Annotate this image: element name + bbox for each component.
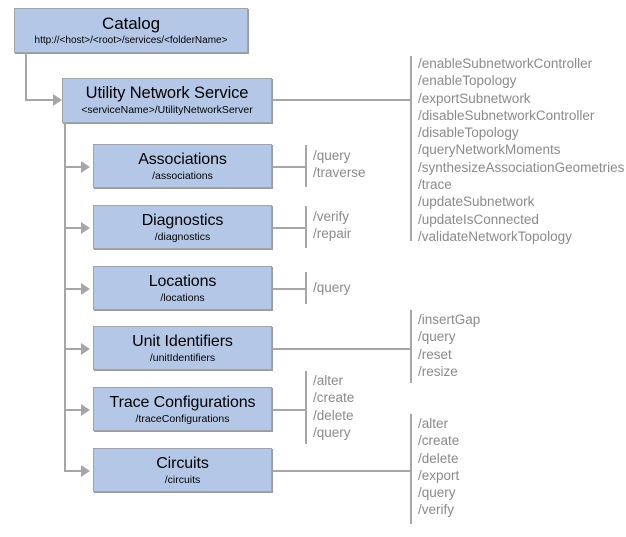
node-associations-title: Associations — [138, 150, 227, 168]
operation-item[interactable]: /query — [418, 485, 456, 501]
operation-item[interactable]: /reset — [418, 346, 452, 362]
node-catalog-title: Catalog — [102, 14, 160, 33]
operations-bar-service — [410, 56, 412, 241]
node-diagnostics[interactable]: Diagnostics /diagnostics — [93, 205, 272, 249]
operation-item[interactable]: /disableTopology — [418, 125, 519, 141]
operation-item[interactable]: /delete — [418, 450, 459, 466]
arrow-to-diagnostics — [81, 222, 90, 234]
operation-item[interactable]: /export — [418, 467, 460, 483]
operation-item[interactable]: /query — [313, 424, 351, 440]
operation-item[interactable]: /trace — [418, 177, 452, 193]
node-catalog-path: http://<host>/<root>/services/<folderNam… — [34, 35, 228, 46]
operation-item[interactable]: /create — [313, 390, 355, 406]
operations-bar-circuits — [410, 414, 412, 524]
arrow-to-unit-identifiers — [81, 343, 90, 355]
operation-item[interactable]: /queryNetworkMoments — [418, 142, 561, 158]
node-trace-configurations-path: /traceConfigurations — [135, 412, 230, 425]
operation-item[interactable]: /enableTopology — [418, 73, 517, 89]
connector-locations-to-operations — [272, 288, 305, 290]
connector-circuits-to-operations — [272, 470, 410, 472]
node-diagnostics-path: /diagnostics — [154, 230, 211, 243]
arrow-to-circuits — [81, 465, 90, 477]
operation-item[interactable]: /insertGap — [418, 312, 481, 327]
arrow-to-trace-configurations — [81, 404, 90, 416]
operations-bar-locations — [305, 272, 307, 304]
node-locations-title: Locations — [148, 272, 217, 290]
operation-item[interactable]: /alter — [418, 416, 449, 431]
operation-item[interactable]: /disableSubnetworkController — [418, 107, 595, 123]
node-circuits-title: Circuits — [156, 454, 209, 472]
connector-associations-to-operations — [272, 166, 305, 168]
node-circuits[interactable]: Circuits /circuits — [93, 448, 272, 492]
connector-catalog-to-service-vertical — [25, 53, 27, 100]
node-diagnostics-title: Diagnostics — [141, 211, 224, 229]
connector-branch-trace-configurations — [64, 409, 85, 411]
operations-list-circuits: /alter /create /delete /export /query /v… — [418, 415, 459, 519]
node-trace-configurations-title: Trace Configurations — [109, 393, 256, 411]
operations-bar-diagnostics — [305, 206, 307, 248]
node-utility-network-service-path: <serviceName>/UtilityNetworkServer — [81, 104, 253, 116]
operation-item[interactable]: /resize — [418, 363, 458, 379]
operation-item[interactable]: /repair — [313, 226, 352, 242]
operation-item[interactable]: /query — [313, 280, 351, 295]
connector-diagnostics-to-operations — [272, 227, 305, 229]
operations-list-unit-identifiers: /insertGap /query /reset /resize — [418, 311, 480, 380]
connector-branch-associations — [64, 166, 85, 168]
node-trace-configurations[interactable]: Trace Configurations /traceConfiguration… — [93, 387, 272, 431]
operation-item[interactable]: /verify — [313, 209, 350, 224]
connector-service-to-operations — [272, 99, 410, 101]
connector-unit-identifiers-to-operations — [272, 348, 410, 350]
node-locations-path: /locations — [160, 291, 205, 304]
operation-item[interactable]: /synthesizeAssociationGeometries — [418, 159, 625, 175]
connector-branch-locations — [64, 288, 85, 290]
operations-list-diagnostics: /verify /repair — [313, 208, 351, 243]
operation-item[interactable]: /verify — [418, 502, 455, 518]
operations-list-associations: /query /traverse — [313, 147, 366, 182]
connector-service-trunk — [64, 123, 66, 470]
operation-item[interactable]: /query — [418, 329, 456, 345]
node-circuits-path: /circuits — [164, 473, 201, 486]
connector-branch-circuits — [64, 470, 85, 472]
arrow-to-associations — [81, 161, 90, 173]
operations-bar-unit-identifiers — [410, 310, 412, 383]
operation-item[interactable]: /create — [418, 433, 460, 449]
operations-list-locations: /query — [313, 279, 351, 296]
operation-item[interactable]: /delete — [313, 407, 354, 423]
operation-item[interactable]: /updateSubnetwork — [418, 194, 535, 210]
node-utility-network-service-title: Utility Network Service — [85, 84, 249, 102]
operation-item[interactable]: /traverse — [313, 165, 366, 181]
operation-item[interactable]: /alter — [313, 373, 344, 388]
node-catalog[interactable]: Catalog http://<host>/<root>/services/<f… — [14, 8, 248, 53]
node-unit-identifiers[interactable]: Unit Identifiers /unitIdentifiers — [93, 326, 272, 370]
connector-catalog-to-service-horizontal — [25, 99, 57, 101]
arrow-catalog-to-service — [53, 94, 62, 106]
operation-item[interactable]: /exportSubnetwork — [418, 90, 531, 106]
node-unit-identifiers-path: /unitIdentifiers — [149, 351, 216, 364]
node-locations[interactable]: Locations /locations — [93, 266, 272, 310]
operation-item[interactable]: /updateIsConnected — [418, 211, 539, 227]
node-unit-identifiers-title: Unit Identifiers — [132, 332, 233, 350]
arrow-to-locations — [81, 283, 90, 295]
operation-item[interactable]: /validateNetworkTopology — [418, 228, 572, 244]
operations-bar-associations — [305, 145, 307, 187]
node-associations[interactable]: Associations /associations — [93, 144, 272, 188]
node-utility-network-service[interactable]: Utility Network Service <serviceName>/Ut… — [62, 78, 272, 123]
operation-item[interactable]: /query — [313, 148, 351, 163]
connector-trace-configurations-to-operations — [272, 409, 305, 411]
operations-list-service: /enableSubnetworkController /enableTopol… — [418, 55, 624, 245]
operations-list-trace-configurations: /alter /create /delete /query — [313, 372, 354, 441]
node-associations-path: /associations — [152, 169, 213, 182]
connector-branch-diagnostics — [64, 227, 85, 229]
operation-item[interactable]: /enableSubnetworkController — [418, 56, 593, 71]
operations-bar-trace-configurations — [305, 371, 307, 444]
connector-branch-unit-identifiers — [64, 348, 85, 350]
